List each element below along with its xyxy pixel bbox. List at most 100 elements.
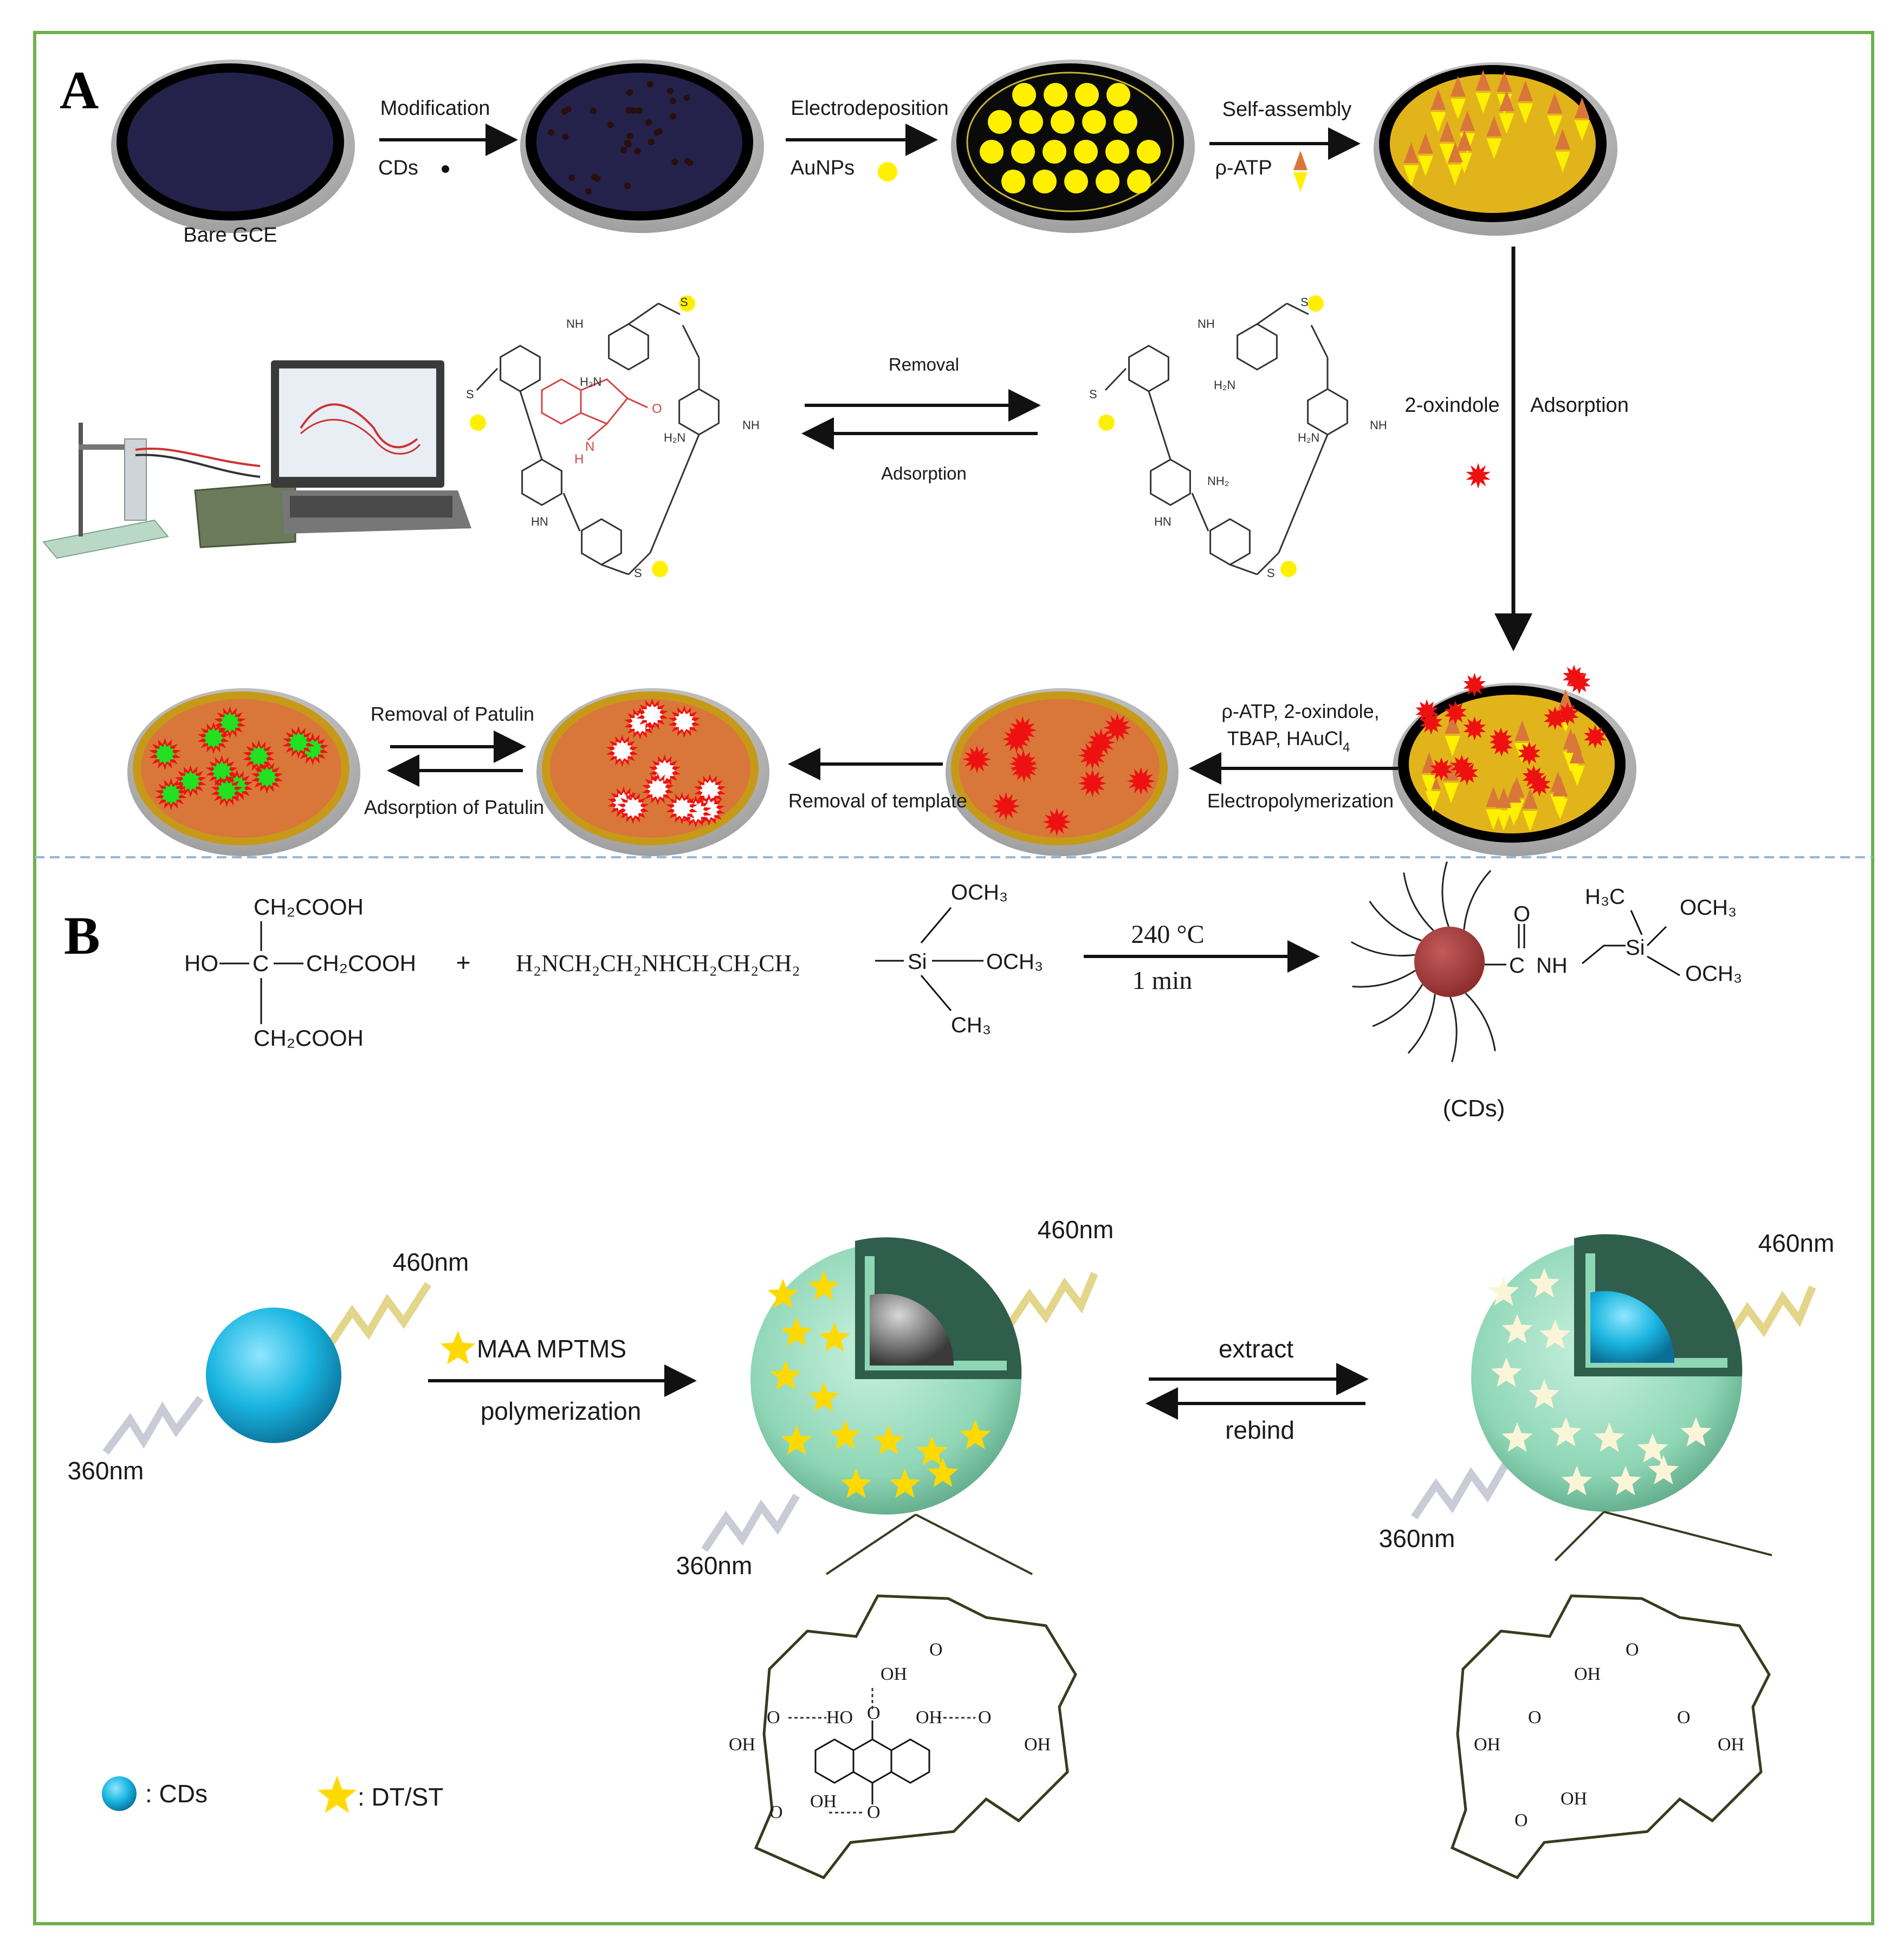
template-star bbox=[1522, 765, 1545, 789]
mip2-360-label: 360nm bbox=[1379, 1524, 1455, 1553]
cd-si: Si bbox=[1626, 936, 1645, 960]
aunp-dot bbox=[980, 140, 1004, 164]
patp-top bbox=[1431, 89, 1446, 110]
cd-surface-chains bbox=[1350, 861, 1496, 1063]
patp-molecules bbox=[1421, 689, 1585, 832]
maa-o-7: O bbox=[1677, 1707, 1691, 1728]
patp-top bbox=[1547, 93, 1563, 114]
empty-cavity-stars bbox=[1488, 1268, 1712, 1496]
label-h2n-2: H₂N bbox=[664, 431, 685, 444]
cd-dot bbox=[585, 188, 592, 195]
bound-star bbox=[808, 1382, 839, 1412]
silane-bonds bbox=[875, 907, 983, 1011]
label-nh-1: NH bbox=[566, 317, 584, 331]
maa-o-2: O bbox=[767, 1707, 780, 1728]
au-site bbox=[1098, 415, 1115, 431]
polymer-cavity-empty bbox=[1098, 295, 1348, 577]
extract-label: extract bbox=[1219, 1335, 1293, 1363]
patp-label: ρ-ATP bbox=[1215, 157, 1272, 179]
aunp-dot bbox=[1137, 140, 1161, 164]
site-core bbox=[1008, 716, 1037, 745]
patp-top bbox=[1555, 128, 1570, 150]
aunp-dot bbox=[1001, 170, 1025, 193]
bound-star bbox=[927, 1458, 959, 1487]
chain-bond bbox=[649, 434, 700, 553]
cavity-star bbox=[1529, 1379, 1560, 1409]
chain-bond bbox=[627, 552, 651, 575]
chain-bond bbox=[658, 302, 681, 315]
cd-nh: NH bbox=[1536, 954, 1568, 978]
au-site bbox=[1307, 295, 1324, 312]
patp-top bbox=[1417, 133, 1433, 154]
arrow-extract-rebind bbox=[1145, 1363, 1369, 1420]
cd-dot bbox=[562, 133, 569, 140]
patp-bottom bbox=[1403, 165, 1419, 186]
electrode-patulin-bound bbox=[127, 688, 360, 856]
cavity-star bbox=[1488, 1276, 1519, 1306]
benzene-ring bbox=[608, 323, 649, 371]
patp-top bbox=[1486, 115, 1502, 137]
chain-bond bbox=[1104, 367, 1127, 391]
label-hn-2: HN bbox=[1154, 515, 1171, 528]
label-h2n-4: H₂N bbox=[1298, 431, 1319, 444]
maa-o-5: O bbox=[1626, 1640, 1639, 1660]
bound-star bbox=[916, 1436, 948, 1466]
cd-dot bbox=[648, 139, 655, 146]
aunp-dot bbox=[1074, 140, 1098, 164]
aunp-dot bbox=[1011, 140, 1035, 164]
polymer-cavity-with-template bbox=[470, 295, 720, 577]
patp-bottom bbox=[1552, 798, 1568, 819]
cd-och3-bottom: OCH₃ bbox=[1685, 962, 1742, 986]
imprint-cavity-bound bbox=[754, 1594, 1077, 1880]
patp-top bbox=[1475, 70, 1491, 91]
label-h2n-3: H₂N bbox=[1214, 378, 1235, 392]
cavity-star bbox=[1550, 1417, 1582, 1447]
template-sites bbox=[962, 713, 1155, 836]
carbon-dot bbox=[1414, 927, 1485, 997]
electrodeposition-label: Electrodeposition bbox=[791, 97, 949, 120]
benzene-ring bbox=[581, 518, 622, 566]
site-core bbox=[699, 779, 721, 801]
patp-top bbox=[1486, 786, 1501, 807]
legend-star-swatch bbox=[317, 1776, 357, 1813]
cavity-star bbox=[1501, 1422, 1533, 1452]
oxindole-template bbox=[541, 378, 648, 441]
bound-star bbox=[873, 1425, 904, 1455]
patp-top bbox=[1447, 141, 1463, 163]
patp-bottom bbox=[1499, 113, 1514, 134]
oxindole-o-label: O bbox=[652, 402, 662, 416]
patp-bottom bbox=[1496, 810, 1512, 831]
chain-bond bbox=[1229, 564, 1258, 575]
label-s-4: S bbox=[1300, 295, 1309, 309]
cavity-star bbox=[1594, 1422, 1625, 1452]
cd-dot bbox=[625, 107, 632, 114]
cd-dot bbox=[684, 158, 691, 165]
electrode-template-adsorbed bbox=[1393, 664, 1636, 856]
cavity-star bbox=[1680, 1417, 1712, 1447]
patp-bottom bbox=[1518, 103, 1533, 124]
cd-dot bbox=[620, 146, 627, 153]
aq-o-top: O bbox=[867, 1703, 881, 1723]
template-star bbox=[1463, 716, 1486, 741]
patp-symbol bbox=[1293, 151, 1307, 192]
cd-dot bbox=[683, 94, 690, 101]
cd-dot bbox=[666, 87, 674, 94]
site-core bbox=[1078, 741, 1106, 770]
cd-dot bbox=[669, 98, 676, 105]
citric-top: CH₂COOH bbox=[254, 894, 364, 920]
site-core bbox=[962, 745, 991, 774]
patp-top bbox=[1558, 689, 1574, 710]
adsorption-eq-label: Adsorption bbox=[881, 463, 967, 483]
cavity-star bbox=[1539, 1319, 1571, 1349]
cd-dot bbox=[669, 113, 676, 120]
aunp-dot bbox=[1127, 170, 1151, 193]
chain-bond bbox=[1278, 434, 1329, 553]
chain-bond bbox=[1286, 302, 1309, 315]
template-star-symbol bbox=[440, 1331, 476, 1364]
electrode-bare-gce bbox=[111, 60, 355, 233]
aq-oh: OH bbox=[916, 1707, 942, 1728]
surface-chain bbox=[1449, 997, 1458, 1063]
cavity-star bbox=[1561, 1466, 1593, 1496]
patp-bottom bbox=[1445, 735, 1460, 756]
